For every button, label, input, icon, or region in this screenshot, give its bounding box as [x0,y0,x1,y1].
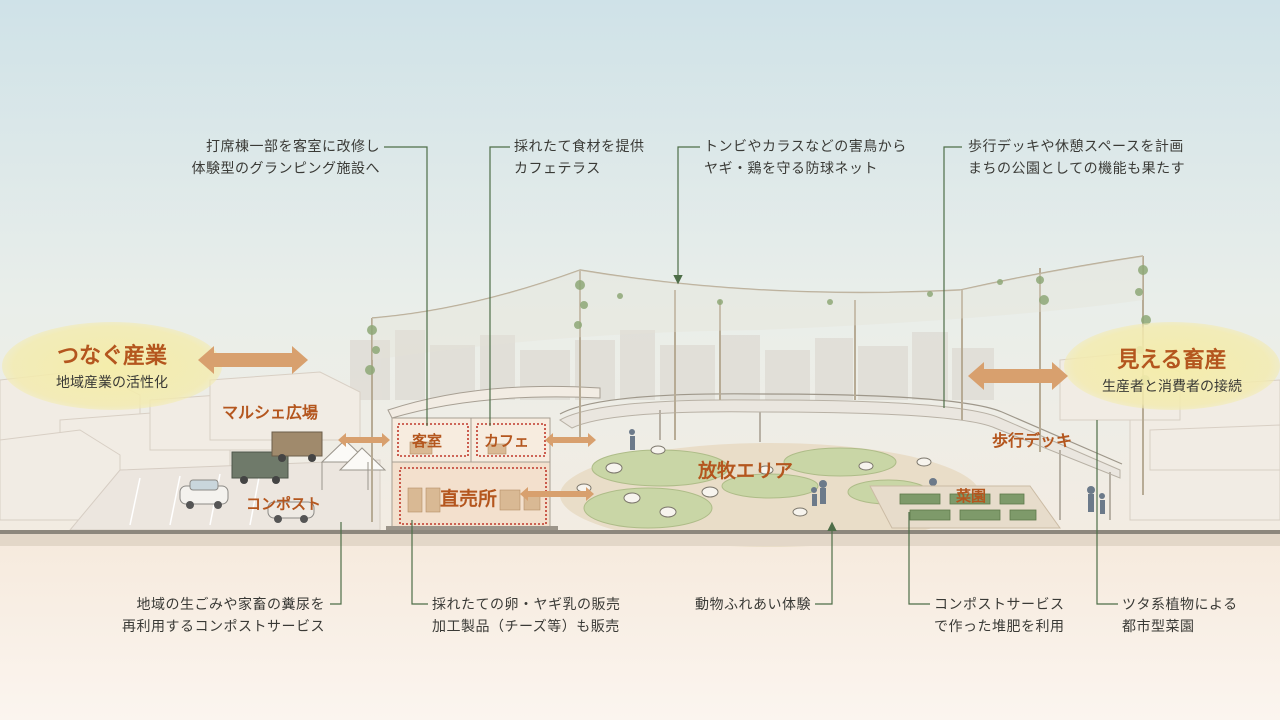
callout-ivy-line2: 都市型菜園 [1122,619,1195,635]
leader-compost-service [908,512,930,605]
callout-guest-rooms: 打席棟一部を客室に改修し 体験型のグランピング施設へ [192,136,381,180]
arrow-guest-room [338,433,390,447]
buildings-left [0,369,361,521]
callout-compost-service-line2: で作った堆肥を利用 [934,619,1065,635]
deck-railing [559,393,1123,465]
right-pill-subtitle: 生産者と消費者の接続 [1102,379,1242,395]
arrow-direct-sales [520,487,594,501]
building-furniture [407,441,541,513]
zone-label-vegetable-garden: 菜園 [956,487,987,505]
callout-cafe: 採れたて食材を提供 カフェテラス [514,136,645,180]
leader-guest-room [384,146,428,426]
right-pill-bg [1064,322,1280,410]
callout-guest-rooms-line1: 打席棟一部を客室に改修し [206,139,380,155]
callout-compost-line2: 再利用するコンポストサービス [122,619,325,635]
ground-section [0,540,1280,720]
zone-label-deck: 歩行デッキ [992,431,1073,450]
double-arrows [198,346,1068,501]
callout-deck-line2: まちの公園としての機能も果たす [968,161,1186,177]
zone-label-pasture: 放牧エリア [698,460,794,482]
callout-direct-sales-line1: 採れたての卵・ヤギ乳の販売 [432,597,621,613]
zone-label-direct-sales: 直売所 [440,488,498,510]
callout-cafe-line1: 採れたて食材を提供 [514,139,645,155]
callout-deck: 歩行デッキや休憩スペースを計画 まちの公園としての機能も果たす [968,136,1185,180]
arrow-right-pill [968,362,1068,390]
arrow-cafe [545,433,596,447]
building-slab [386,526,558,532]
ground-line [0,530,1280,534]
leader-lines [330,146,1118,605]
zone-label-guest-room: 客室 [412,432,443,450]
leader-ivy [1096,420,1118,605]
leader-deck [943,146,962,408]
leader-net [673,146,700,285]
callout-net-line1: トンビやカラスなどの害鳥から [704,139,907,155]
callout-direct-sales-line2: 加工製品（チーズ等）も販売 [432,619,620,635]
callout-compost-service: コンポストサービス で作った堆肥を利用 [934,594,1065,638]
food-truck-2 [271,431,323,462]
callout-net-line2: ヤギ・鶏を守る防球ネット [704,161,878,177]
leader-cafe [489,146,510,426]
leader-direct-sales [411,520,428,605]
car-white [179,479,229,509]
building-roof [387,385,601,419]
car-second [267,501,315,523]
callout-compost-service-line1: コンポストサービス [934,597,1065,613]
zone-label-cafe: カフェ [484,432,530,450]
garden-beds [899,493,1037,521]
walking-deck [559,399,1121,479]
callout-deck-line1: 歩行デッキや休憩スペースを計画 [968,139,1184,155]
callout-guest-rooms-line2: 体験型のグランピング施設へ [191,161,380,177]
right-pill-title: 見える畜産 [1117,348,1227,373]
callout-cafe-line2: カフェテラス [514,161,601,177]
callout-compost-line1: 地域の生ごみや家畜の糞尿を [136,597,325,613]
marche-tents [320,439,387,490]
deck-pillars [659,410,1111,520]
protective-net-fill [372,256,1143,360]
zone-label-compost: コンポスト [246,495,322,513]
left-pill-title: つなぐ産業 [56,344,167,369]
food-truck-1 [231,451,289,484]
callout-ivy: ツタ系植物による 都市型菜園 [1122,594,1238,638]
callout-direct-sales: 採れたての卵・ヤギ乳の販売 加工製品（チーズ等）も販売 [432,594,621,638]
left-pill: つなぐ産業 地域産業の活性化 [12,338,212,392]
callout-ivy-line1: ツタ系植物による [1122,597,1238,613]
arrow-left-pill [198,346,308,374]
left-pill-subtitle: 地域産業の活性化 [56,375,168,391]
protective-net [371,255,1144,319]
callout-animal-line1: 動物ふれあい体験 [695,597,811,613]
leader-compost [330,522,342,605]
left-pill-bg [2,322,222,410]
leader-animal [815,521,837,605]
callout-compost: 地域の生ごみや家畜の糞尿を 再利用するコンポストサービス [122,594,325,638]
right-pill: 見える畜産 生産者と消費者の接続 [1070,342,1274,396]
ground-shade [0,534,1280,546]
zone-label-marche: マルシェ広場 [222,403,319,422]
callout-animal: 動物ふれあい体験 [695,594,811,616]
goats [576,445,932,518]
callout-net: トンビやカラスなどの害鳥から ヤギ・鶏を守る防球ネット [704,136,907,180]
